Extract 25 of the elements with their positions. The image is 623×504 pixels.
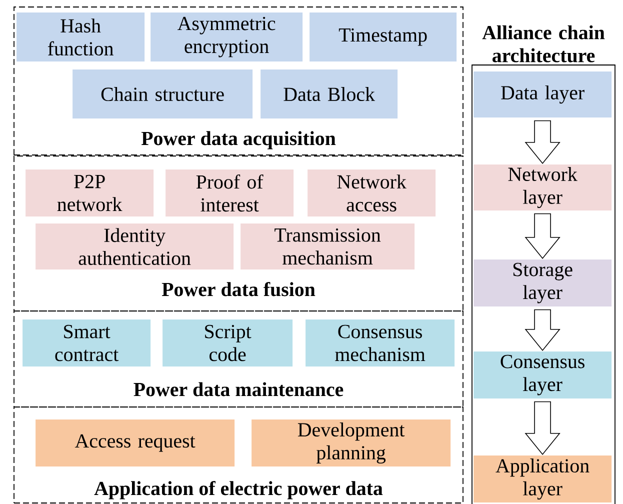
module-box: P2P network [26, 170, 154, 217]
module-box: Transmission mechanism [240, 224, 415, 270]
module-box: Timestamp [310, 12, 457, 62]
node-label: Alliance chain architecture [482, 25, 605, 62]
module-box: Data layer [474, 72, 612, 118]
module-box: Network layer [474, 164, 612, 211]
module-box: Application layer [474, 456, 612, 503]
module-box: Consensus layer [474, 352, 612, 399]
module-box: Proof of interest [166, 170, 294, 217]
module-box: Consensus mechanism [306, 320, 455, 367]
module-box: Script code [162, 320, 293, 367]
module-box: Chain structure [72, 70, 253, 119]
module-box: Network access [308, 170, 436, 217]
block-arrow [524, 401, 560, 455]
module-box: Access request [36, 420, 235, 467]
module-box: Asymmetric encryption [150, 12, 303, 62]
block-arrow [524, 309, 560, 351]
module-box: Smart contract [22, 320, 151, 367]
module-box: Development planning [252, 420, 451, 467]
module-box: Storage layer [474, 260, 612, 307]
module-box: Hash function [16, 12, 145, 62]
module-box: Data Block [260, 70, 398, 119]
block-arrow [524, 120, 560, 164]
module-box: Identity authentication [36, 224, 234, 270]
block-arrow [524, 213, 560, 259]
